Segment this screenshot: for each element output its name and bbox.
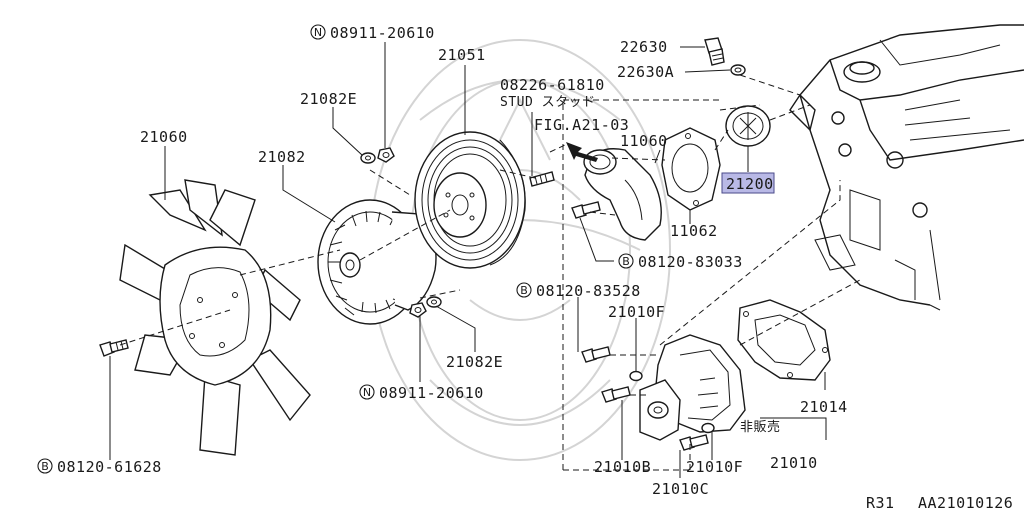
label-11062: 11062	[670, 222, 718, 240]
label-22630: 22630	[620, 38, 668, 56]
assembly-lines	[119, 74, 861, 471]
prefix-n-bottom: N	[359, 384, 375, 400]
bolt-21010-upper	[581, 346, 611, 363]
prefix-n-label: N	[363, 386, 371, 399]
thermostat-21200	[725, 105, 771, 147]
label-21010F-top: 21010F	[608, 303, 665, 321]
prefix-n-label: N	[314, 26, 322, 39]
label-21010: 21010	[770, 454, 818, 472]
label-21010B: 21010B	[594, 458, 651, 476]
washer-22630A	[730, 64, 746, 76]
water-inlet-11060	[583, 148, 662, 241]
prefix-b-label: B	[520, 284, 528, 297]
gasket-11062	[661, 127, 721, 211]
bolt-08120-83033	[571, 201, 601, 219]
fan-21060	[119, 179, 311, 456]
label-08120-83033: 08120-83033	[638, 253, 743, 271]
water-pump-21010	[639, 334, 746, 441]
label-21051: 21051	[438, 46, 486, 64]
label-21082E-top: 21082E	[300, 90, 357, 108]
footer-code: AA21010126	[918, 494, 1013, 510]
label-21060: 21060	[140, 128, 188, 146]
prefix-b-83528: B	[516, 282, 532, 298]
leader-lines	[109, 42, 827, 478]
washer-21010F-top	[629, 370, 643, 382]
label-08120-83528: 08120-83528	[536, 282, 641, 300]
label-22630A: 22630A	[617, 63, 674, 81]
prefix-n-top: N	[310, 24, 326, 40]
label-fig-ref: FIG.A21-03	[534, 116, 629, 134]
prefix-b-label: B	[41, 460, 49, 473]
highlight-21200	[721, 172, 775, 194]
label-21010C: 21010C	[652, 480, 709, 498]
prefix-b-61628: B	[37, 458, 53, 474]
sensor-22630	[704, 37, 725, 66]
label-stud: STUD スタッド	[500, 95, 596, 110]
bolt-21010C	[679, 434, 709, 451]
label-11060: 11060	[620, 132, 668, 150]
stud-08226-61810	[529, 171, 555, 187]
gasket-21014	[737, 299, 831, 381]
label-21082E-bottom: 21082E	[446, 353, 503, 371]
label-21200: 21200	[726, 175, 774, 193]
label-21014: 21014	[800, 398, 848, 416]
nut-washer-bottom	[409, 296, 442, 318]
prefix-b-label: B	[622, 255, 630, 268]
arrow-icon	[566, 142, 598, 162]
bolt-21010B	[601, 386, 631, 403]
pulley-21051	[414, 131, 526, 269]
label-08226-61810: 08226-61810	[500, 76, 605, 94]
label-not-for-sale: 非販売	[740, 419, 781, 435]
label-08911-20610-bottom: 08911-20610	[379, 384, 484, 402]
nut-washer-top	[360, 147, 395, 164]
label-21082: 21082	[258, 148, 306, 166]
washer-21010F-bottom	[701, 422, 715, 434]
label-08911-20610-top: 08911-20610	[330, 24, 435, 42]
bolt-08120-61628	[99, 339, 129, 357]
label-21010F-bottom: 21010F	[686, 458, 743, 476]
footer-page: R31	[866, 494, 895, 510]
prefix-b-83033: B	[618, 253, 634, 269]
engine-block	[789, 24, 1024, 311]
label-08120-61628: 08120-61628	[57, 458, 162, 476]
